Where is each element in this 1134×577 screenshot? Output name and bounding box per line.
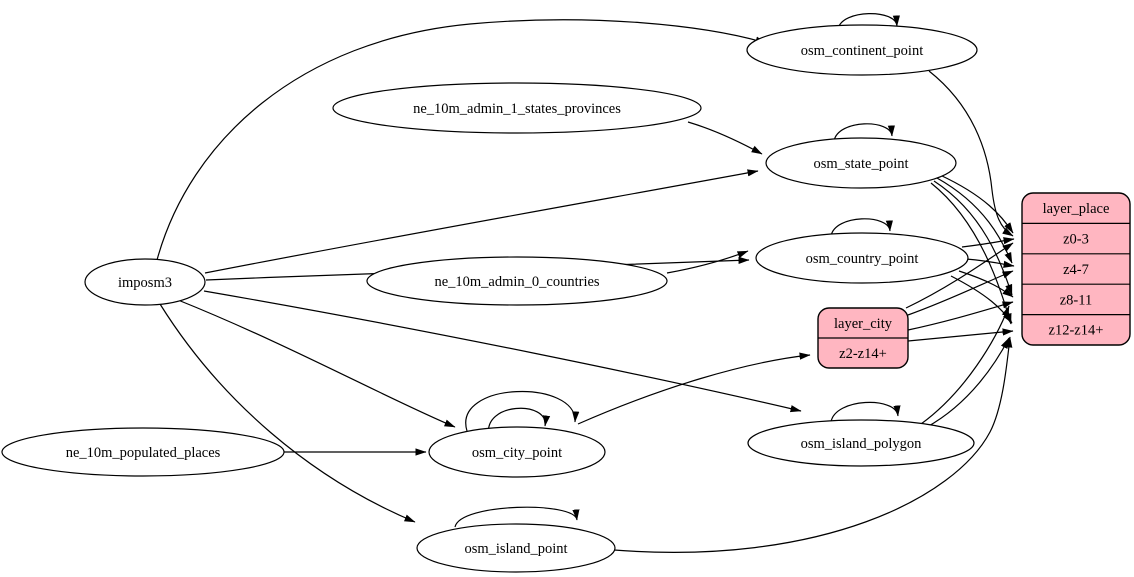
- edge-osm_city_point-to-osm_city_point: [488, 407, 551, 437]
- node-label-ne_10m_admin_1_states_provinces: ne_10m_admin_1_states_provinces: [413, 101, 621, 117]
- record-title-layer_city: layer_city: [834, 316, 893, 332]
- node-shape-osm_state_point: [765, 137, 957, 189]
- record-row-layer_place-z4-7: z4-7: [1063, 262, 1089, 278]
- node-label-imposm3: imposm3: [118, 275, 172, 291]
- edge-osm_continent_point-to-layer_place.z0-3: [928, 70, 1014, 237]
- edge-layer_city-to-layer_place.z4-7: [907, 270, 1014, 316]
- record-title-layer_place: layer_place: [1043, 201, 1110, 217]
- node-shape-ne_10m_admin_1_states_provinces: [332, 82, 702, 134]
- edge-osm_state_point-to-layer_place.z8-11: [933, 180, 1013, 296]
- edge-imposm3-to-osm_city_point: [177, 299, 456, 428]
- node-osm_city_point: osm_city_point: [428, 426, 606, 478]
- record-row-layer_place-z8-11: z8-11: [1060, 292, 1092, 308]
- record-layer_city: layer_city z2-z14+: [817, 307, 909, 369]
- node-shape-ne_10m_admin_0_countries: [366, 256, 668, 306]
- edge-imposm3-to-osm_island_polygon: [203, 290, 802, 413]
- node-ne_10m_admin_0_countries: ne_10m_admin_0_countries: [366, 256, 668, 306]
- edge-osm_island_polygon-to-layer_place.z8-11: [920, 305, 1010, 425]
- edge-ne_10m_admin_1_states_provinces-to-osm_state_point: [687, 121, 763, 155]
- node-label-osm_state_point: osm_state_point: [813, 156, 908, 172]
- node-shape-ne_10m_populated_places: [1, 427, 285, 477]
- edge-osm_city_point-to-layer_city.z2-z14+: [577, 352, 811, 425]
- node-shape-osm_country_point: [755, 232, 969, 284]
- record-shape-layer_place: [1021, 192, 1131, 346]
- edge-layer_city-to-layer_place.z12-z14+: [907, 328, 1014, 342]
- node-label-osm_island_polygon: osm_island_polygon: [801, 436, 923, 452]
- edge-imposm3-to-osm_island_point: [159, 303, 416, 523]
- edge-osm_island_polygon-to-osm_island_polygon: [830, 401, 901, 423]
- node-shape-imposm3: [84, 258, 206, 306]
- node-ne_10m_populated_places: ne_10m_populated_places: [1, 427, 285, 477]
- edge-layer_city-to-layer_place.z8-11: [907, 301, 1014, 331]
- edge-osm_island_polygon-to-layer_place.z12-z14+: [926, 337, 1010, 428]
- edge-osm_country_point-to-layer_place.z0-3: [961, 237, 1015, 248]
- node-label-osm_island_point: osm_island_point: [464, 541, 567, 557]
- edge-layer_city-to-layer_place.z0-3: [905, 242, 1014, 309]
- record-row-layer_place-z12-z14+: z12-z14+: [1049, 323, 1104, 339]
- node-label-osm_continent_point: osm_continent_point: [801, 43, 923, 59]
- node-shape-osm_city_point: [428, 426, 606, 478]
- node-label-osm_city_point: osm_city_point: [472, 445, 562, 461]
- edge-osm_continent_point-to-osm_continent_point: [837, 13, 900, 30]
- edge-osm_state_point-to-layer_place.z0-3: [939, 174, 1014, 234]
- edge-osm_city_point-to-osm_city_point: [465, 390, 580, 432]
- record-row-layer_place-z0-3: z0-3: [1063, 232, 1089, 248]
- edge-osm_state_point-to-osm_state_point: [833, 123, 895, 142]
- node-ne_10m_admin_1_states_provinces: ne_10m_admin_1_states_provinces: [332, 82, 702, 134]
- node-osm_state_point: osm_state_point: [765, 137, 957, 189]
- node-shape-osm_island_polygon: [747, 419, 975, 467]
- edge-osm_country_point-to-layer_place.z12-z14+: [950, 275, 1013, 324]
- node-label-osm_country_point: osm_country_point: [806, 251, 919, 267]
- edge-osm_country_point-to-osm_country_point: [830, 218, 893, 237]
- edge-ne_10m_admin_0_countries-to-osm_country_point: [666, 250, 749, 274]
- node-label-ne_10m_admin_0_countries: ne_10m_admin_0_countries: [434, 274, 599, 290]
- node-shape-osm_continent_point: [746, 24, 978, 76]
- record-layer_place: layer_place z0-3 z4-7 z8-11 z12-z14+: [1021, 192, 1131, 346]
- node-osm_island_polygon: osm_island_polygon: [747, 419, 975, 467]
- node-osm_island_point: osm_island_point: [416, 523, 616, 573]
- node-osm_country_point: osm_country_point: [755, 232, 969, 284]
- node-osm_continent_point: osm_continent_point: [746, 24, 978, 76]
- edge-osm_state_point-to-layer_place.z4-7: [936, 177, 1013, 264]
- node-imposm3: imposm3: [84, 258, 206, 306]
- node-label-ne_10m_populated_places: ne_10m_populated_places: [66, 445, 221, 461]
- record-row-layer_city-z2-z14+: z2-z14+: [839, 346, 887, 362]
- node-shape-osm_island_point: [416, 523, 616, 573]
- edge-osm_island_point-to-layer_place.z12-z14+: [613, 336, 1013, 553]
- edge-imposm3-to-osm_continent_point: [156, 19, 767, 261]
- edge-osm_country_point-to-layer_place.z4-7: [965, 258, 1015, 268]
- edge-imposm3-to-osm_state_point: [204, 169, 759, 274]
- edge-osm_island_point-to-osm_island_point: [454, 506, 580, 528]
